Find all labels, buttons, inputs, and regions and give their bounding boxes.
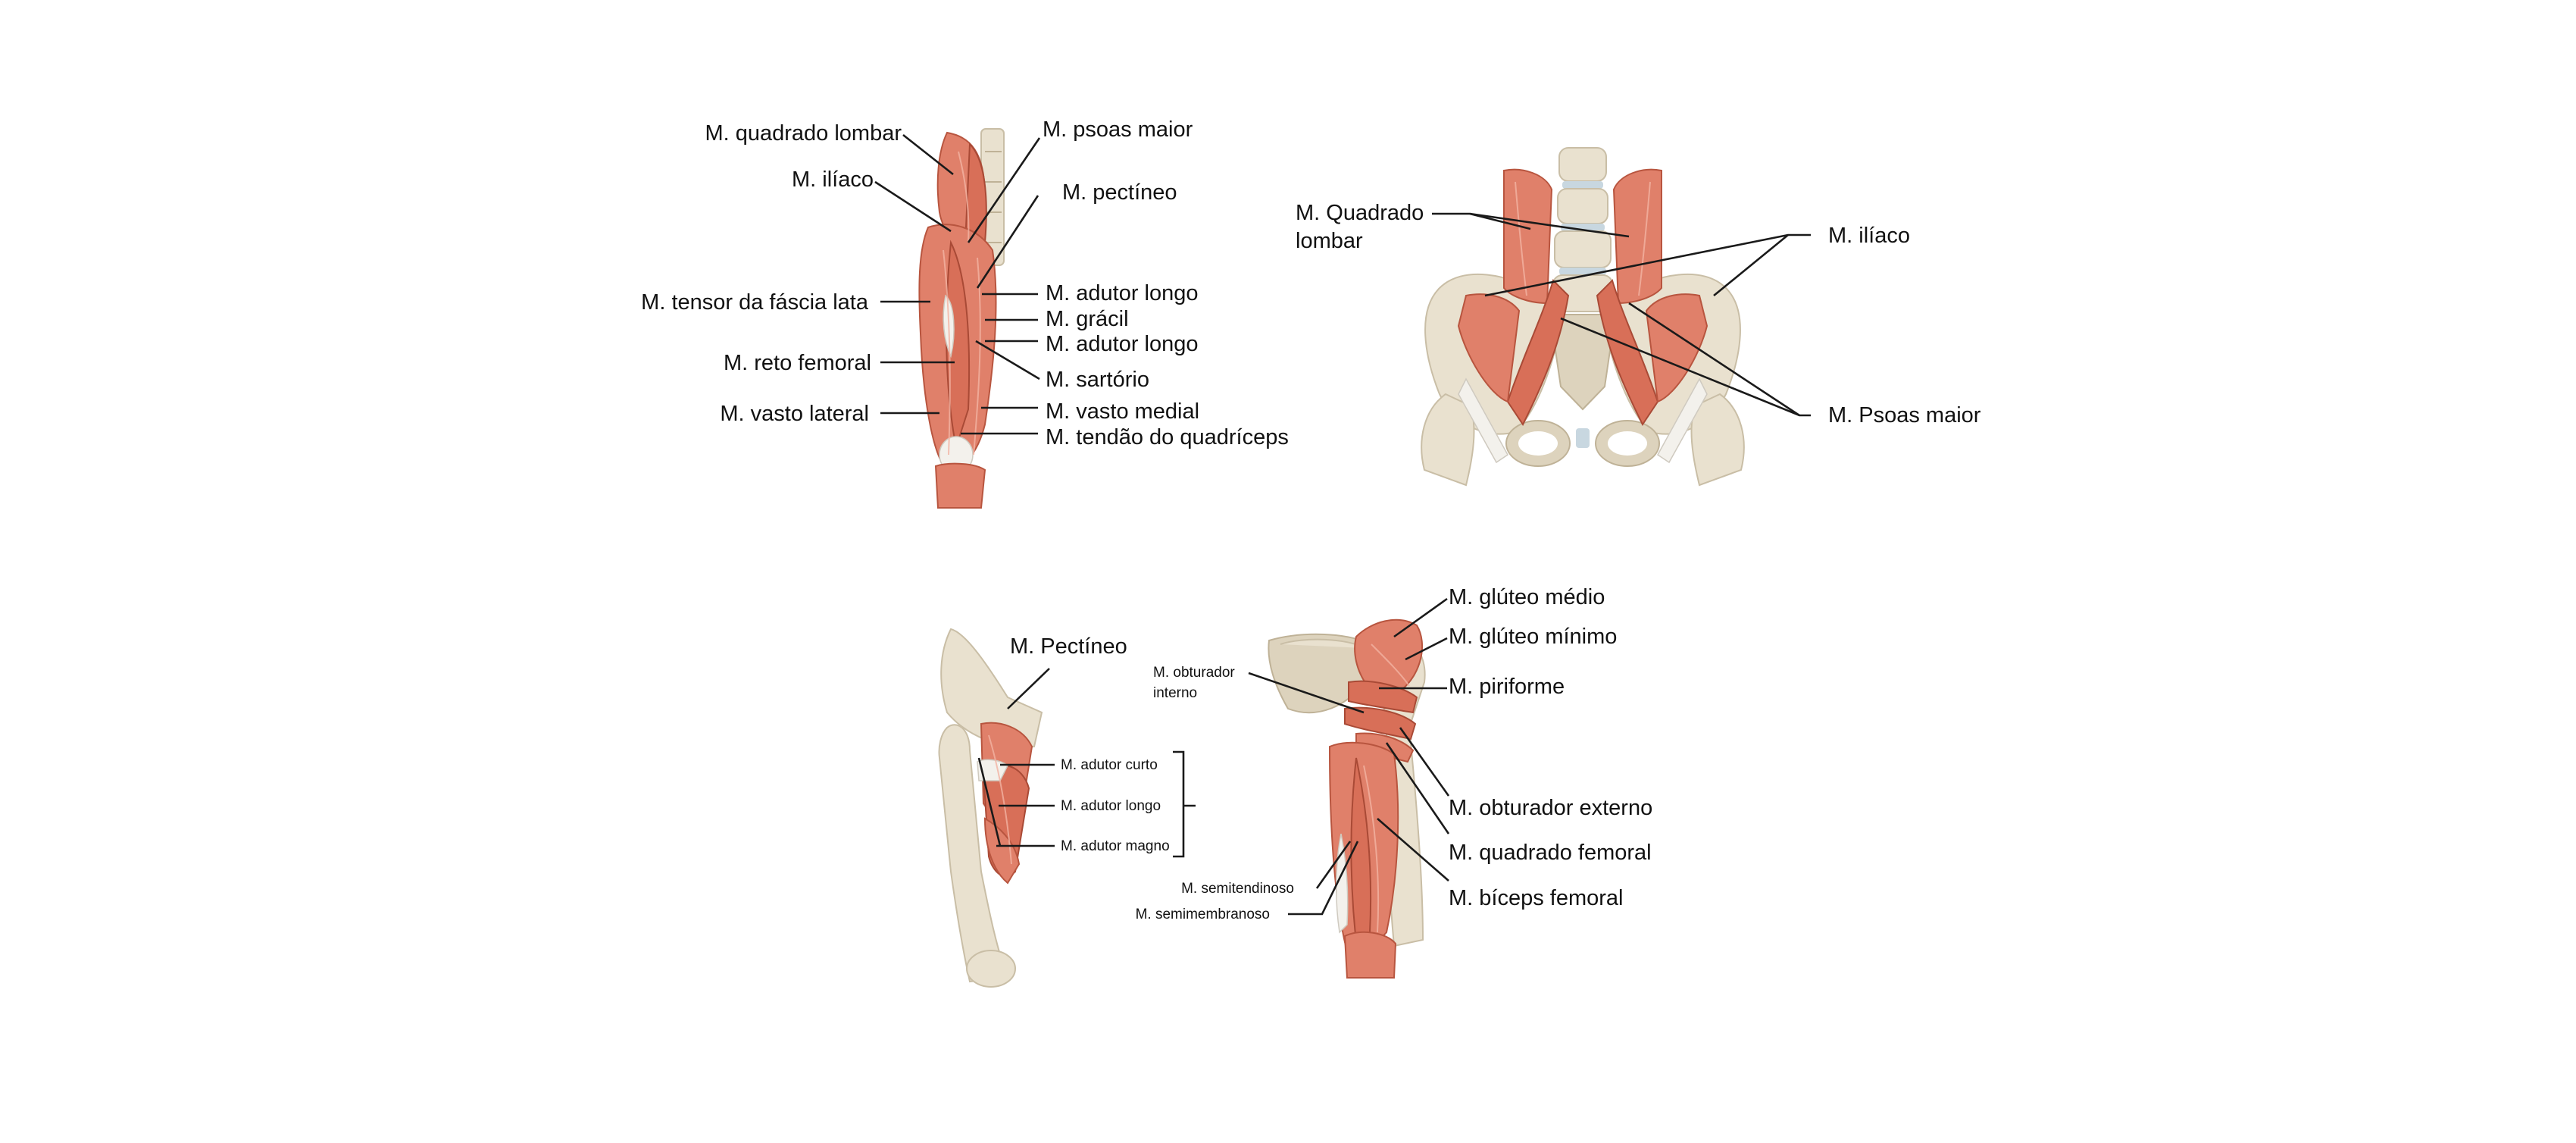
label-psoas-maior-pelvis: M. Psoas maior xyxy=(1828,403,1981,427)
label-gracil: M. grácil xyxy=(1046,307,1129,331)
pelvis-illustration xyxy=(1421,147,1745,487)
label-gluteo-minimo: M. glúteo mínimo xyxy=(1449,625,1617,649)
panel-pelvis-anterior: M. Quadrado lombar M. ilíaco M. Psoas ma… xyxy=(1296,147,1981,487)
leader-gluteo-medio xyxy=(1393,597,1448,638)
leader-obturador-externo xyxy=(1399,727,1450,797)
label-adutor-curto: M. adutor curto xyxy=(1061,757,1158,773)
leader-gluteo-minimo xyxy=(1405,637,1448,661)
leader-pectineo-femur xyxy=(1007,668,1050,709)
label-tendao-quadriceps: M. tendão do quadríceps xyxy=(1046,425,1289,449)
label-piriforme: M. piriforme xyxy=(1449,675,1565,699)
panel-hip-posterior: M. glúteo médio M. glúteo mínimo M. obtu… xyxy=(1136,585,1652,979)
thigh-anterior-illustration xyxy=(918,128,1005,509)
label-vasto-medial: M. vasto medial xyxy=(1046,399,1199,424)
leader-pectineo xyxy=(976,195,1039,289)
leader-psoas-pelvis-2 xyxy=(1628,302,1800,417)
femur-adductor-illustration xyxy=(938,628,1043,988)
leader-biceps-femoral xyxy=(1377,818,1449,882)
label-quadrado-femoral: M. quadrado femoral xyxy=(1449,841,1652,865)
label-adutor-longo-femur: M. adutor longo xyxy=(1061,798,1161,814)
label-iliaco: M. ilíaco xyxy=(792,168,874,192)
label-vasto-lateral: M. vasto lateral xyxy=(720,402,869,426)
label-tensor-fascia-lata: M. tensor da fáscia lata xyxy=(641,290,869,315)
leader-iliaco xyxy=(874,180,952,233)
bracket-adductors xyxy=(1173,750,1196,858)
label-quadrado-lombar-pelvis-1: M. Quadrado xyxy=(1296,201,1424,225)
panel-femur-adductors: M. Pectíneo M. adutor curto M. adutor lo… xyxy=(938,628,1196,988)
leader-iliaco-pelvis-2 xyxy=(1713,233,1789,297)
leader-quadrado-lombar-pelvis-2 xyxy=(1469,212,1630,238)
leader-obturador-interno xyxy=(1248,672,1365,714)
label-pectineo: M. pectíneo xyxy=(1062,180,1177,205)
label-obturador-externo: M. obturador externo xyxy=(1449,796,1652,820)
label-semimembranoso: M. semimembranoso xyxy=(1136,907,1270,922)
label-adutor-magno: M. adutor magno xyxy=(1061,838,1170,854)
label-adutor-longo-1: M. adutor longo xyxy=(1046,281,1199,305)
label-adutor-longo-2: M. adutor longo xyxy=(1046,332,1199,356)
label-semitendinoso: M. semitendinoso xyxy=(1181,881,1294,897)
label-reto-femoral: M. reto femoral xyxy=(724,351,871,375)
leader-semimembranoso xyxy=(1288,841,1359,916)
label-pectineo-femur: M. Pectíneo xyxy=(1010,634,1127,659)
label-iliaco-pelvis: M. ilíaco xyxy=(1828,224,1910,248)
leader-quadrado-lombar xyxy=(902,133,954,176)
leader-sartorio xyxy=(975,340,1040,380)
label-biceps-femoral: M. bíceps femoral xyxy=(1449,886,1623,910)
label-quadrado-lombar: M. quadrado lombar xyxy=(705,121,902,146)
panel-thigh-anterior: M. quadrado lombar M. psoas maior M. ilí… xyxy=(641,117,1289,509)
leader-psoas-maior xyxy=(967,137,1041,243)
label-gluteo-medio: M. glúteo médio xyxy=(1449,585,1605,609)
label-quadrado-lombar-pelvis-2: lombar xyxy=(1296,229,1363,253)
label-obturador-interno-1: M. obturador xyxy=(1153,665,1235,681)
label-psoas-maior: M. psoas maior xyxy=(1043,117,1193,142)
label-obturador-interno-2: interno xyxy=(1153,685,1197,701)
hip-posterior-illustration xyxy=(1268,618,1426,979)
leader-semitendinoso xyxy=(1315,841,1352,889)
label-sartorio: M. sartório xyxy=(1046,368,1149,392)
leader-quadrado-femoral xyxy=(1385,742,1450,835)
leader-adutor-magno-2 xyxy=(977,757,1002,847)
